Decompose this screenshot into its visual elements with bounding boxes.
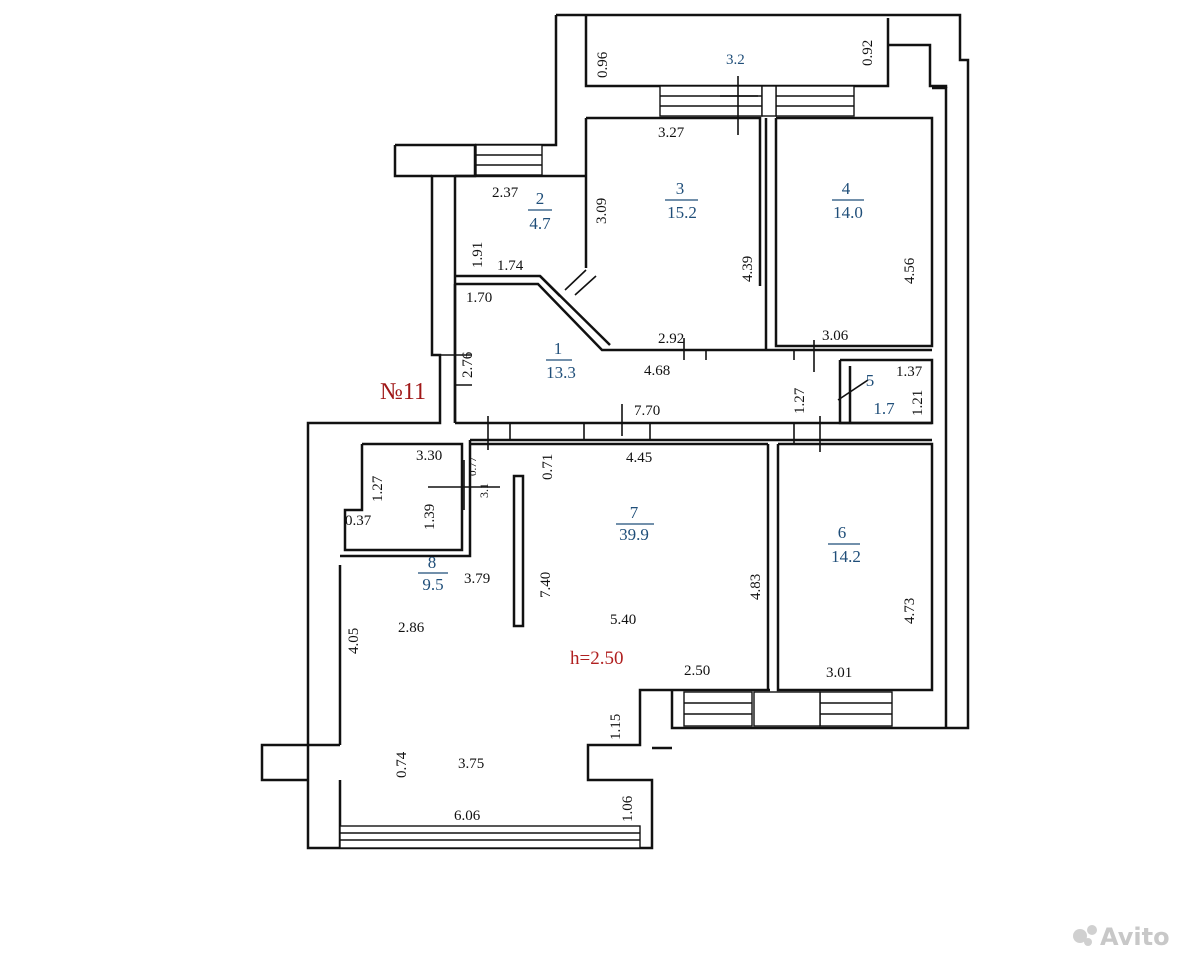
- dim-r7-top: 4.45: [626, 450, 652, 466]
- dim-r3-bottom: 2.92: [658, 331, 684, 347]
- room-5-area: 1.7: [873, 399, 895, 418]
- room-3-area: 15.2: [667, 203, 697, 222]
- dim-r7-door: 0.71: [540, 454, 556, 480]
- dim-r2-top: 2.37: [492, 185, 519, 201]
- dim-r6-right: 4.73: [902, 598, 918, 624]
- room-7-area: 39.9: [619, 525, 649, 544]
- room-8-area: 9.5: [422, 575, 443, 594]
- dim-r8-small-a: 0.77: [467, 456, 479, 476]
- dimension-labels: 0.96 3.2 0.92 3.27 3.09 4.39 2.92 2.37 1…: [345, 40, 926, 824]
- ceiling-height: h=2.50: [570, 648, 623, 669]
- dim-r1-bottom: 7.70: [634, 403, 660, 419]
- room-4-area: 14.0: [833, 203, 863, 222]
- dim-r3-right: 4.39: [740, 256, 756, 282]
- room-1-area: 13.3: [546, 363, 576, 382]
- dim-r4-right: 4.56: [902, 257, 918, 284]
- door-marks: [428, 76, 869, 510]
- room-2-number: 2: [536, 189, 545, 208]
- room-2-area: 4.7: [529, 214, 551, 233]
- dim-r5-right: 1.21: [910, 390, 926, 416]
- dim-r7-low-left: 4.05: [346, 628, 362, 654]
- dim-r7-lower: 3.75: [458, 756, 484, 772]
- dim-r7-step: 2.50: [684, 663, 710, 679]
- room-8-number: 8: [428, 553, 437, 572]
- room-labels: 1 13.3 2 4.7 3 15.2 4 14.0 5 1.7 6 14.2 …: [418, 179, 895, 594]
- interior-walls: [340, 116, 934, 692]
- dim-r2-bottom: 1.74: [497, 258, 524, 274]
- dim-r8-notch: 0.37: [345, 513, 372, 529]
- watermark-text: Avito: [1100, 923, 1170, 951]
- dim-r7-corner: 1.06: [620, 795, 636, 822]
- dim-r3-top: 3.27: [658, 125, 685, 141]
- dim-r8-top: 3.30: [416, 448, 442, 464]
- dim-balcony-right: 0.92: [860, 40, 876, 66]
- dim-r7-notch: 0.74: [394, 751, 410, 778]
- apartment-number: №11: [380, 379, 426, 405]
- dim-r2-left: 1.91: [470, 242, 486, 268]
- dim-r8-left: 1.27: [370, 475, 386, 502]
- dim-balcony-top: 3.2: [726, 52, 745, 68]
- dim-r1-right: 1.27: [792, 387, 808, 414]
- dim-r7-mid: 5.40: [610, 612, 636, 628]
- dim-r7-right: 4.83: [748, 574, 764, 600]
- avito-watermark: Avito: [1073, 923, 1170, 951]
- dim-r5-top: 1.37: [896, 364, 923, 380]
- dim-r4-bottom: 3.06: [822, 328, 849, 344]
- room-6-number: 6: [838, 523, 847, 542]
- dim-r7-partition: 7.40: [538, 572, 554, 598]
- room-4-number: 4: [842, 179, 851, 198]
- dim-r1-top: 1.70: [466, 290, 492, 306]
- dim-r7-low-mid: 2.86: [398, 620, 425, 636]
- dim-r1-left: 2.76: [460, 351, 476, 378]
- room-5-number: 5: [866, 371, 875, 390]
- room-6-area: 14.2: [831, 547, 861, 566]
- exterior-walls: [260, 13, 970, 850]
- dim-r7-left: 3.79: [464, 571, 490, 587]
- dim-r7-window-step: 1.15: [608, 714, 624, 740]
- dim-r8-small-b: 3.1: [477, 483, 491, 498]
- room-3-number: 3: [676, 179, 685, 198]
- dim-r6-bottom: 3.01: [826, 665, 852, 681]
- dim-balcony-left: 0.96: [595, 51, 611, 78]
- room-7-number: 7: [630, 503, 639, 522]
- dim-r1-mid: 4.68: [644, 363, 670, 379]
- dim-r7-bottom: 6.06: [454, 808, 481, 824]
- room-1-number: 1: [554, 339, 563, 358]
- dim-r3-left: 3.09: [594, 198, 610, 224]
- dim-r8-mid: 1.39: [422, 504, 438, 530]
